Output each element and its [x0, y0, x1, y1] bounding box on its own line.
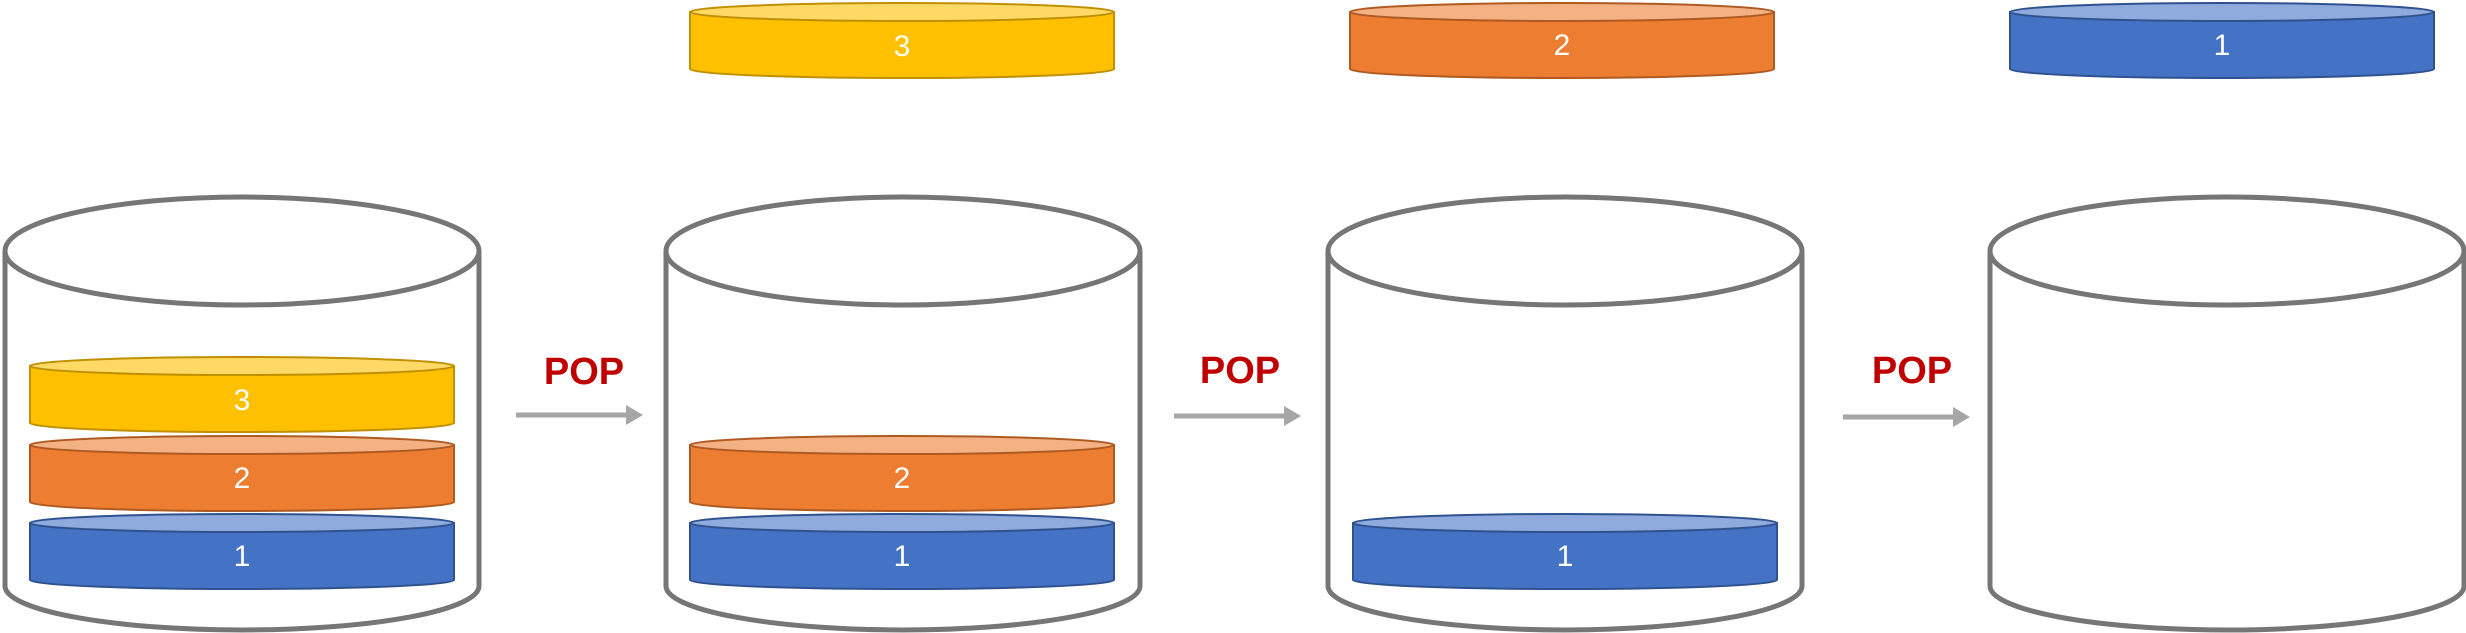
- disk-label: 2: [1554, 29, 1571, 62]
- container-3: [1325, 194, 1805, 633]
- arrow-1: [516, 405, 643, 425]
- disk-label: 1: [2214, 29, 2231, 62]
- disk-1-in-stack-1: 1: [29, 513, 455, 590]
- pop-label-2: POP: [1200, 350, 1280, 392]
- disk-label: 3: [234, 384, 251, 417]
- popped-disk-3: 3: [689, 2, 1115, 79]
- disk-label: 2: [234, 462, 251, 495]
- disk-label: 3: [894, 30, 911, 63]
- pop-label-1: POP: [544, 351, 624, 393]
- disk-label: 1: [894, 540, 911, 573]
- container-4: [1987, 194, 2466, 633]
- disk-1-in-stack-2: 1: [689, 513, 1115, 590]
- disk-label: 1: [234, 540, 251, 573]
- popped-disk-2: 2: [1349, 2, 1775, 79]
- popped-disk-1: 1: [2009, 2, 2435, 79]
- disk-2-in-stack-1: 2: [29, 435, 455, 512]
- disk-3-in-stack-1: 3: [29, 356, 455, 433]
- container-2: [663, 194, 1143, 633]
- disk-label: 2: [894, 462, 911, 495]
- pop-label-3: POP: [1872, 350, 1952, 392]
- container-1: [2, 194, 482, 633]
- arrow-2: [1174, 406, 1301, 426]
- disk-2-in-stack-2: 2: [689, 435, 1115, 512]
- arrow-3: [1843, 407, 1970, 427]
- disk-label: 1: [1557, 540, 1574, 573]
- disk-1-in-stack-3: 1: [1352, 513, 1778, 590]
